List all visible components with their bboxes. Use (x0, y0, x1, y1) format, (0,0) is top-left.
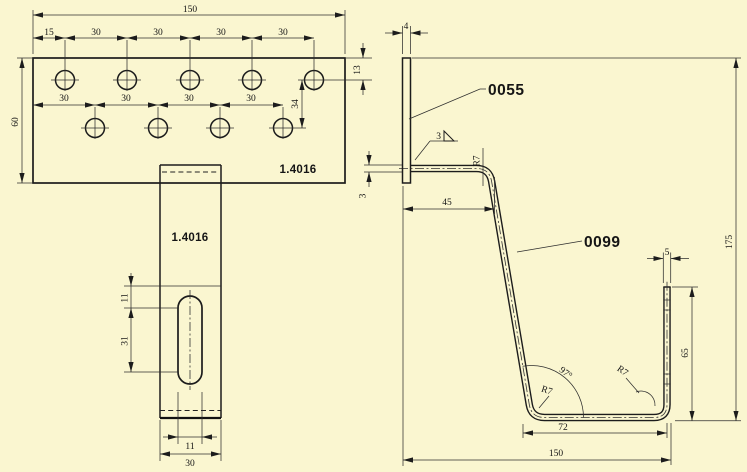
front-view-strap: 1.4016 (159, 164, 222, 420)
dim-plate-height: 60 (11, 117, 21, 127)
dim-radius-left: R7 (540, 385, 554, 398)
hook-centerline (399, 168, 668, 418)
top-view-dimensions: 150 15 30 30 30 30 30 30 30 30 (11, 5, 372, 184)
dim-row1-4: 30 (278, 28, 288, 38)
dim-row2-0: 30 (59, 94, 69, 104)
dim-plate-thickness: 4 (404, 22, 409, 32)
dim-row1-2: 30 (153, 28, 163, 38)
plate-leader (408, 88, 486, 120)
angle-arc (522, 365, 584, 418)
dim-slot-length: 31 (121, 336, 131, 346)
dim-row1-0: 15 (44, 28, 54, 38)
slot-outline (177, 295, 203, 385)
plate-part-label: 0055 (488, 82, 524, 99)
dim-row1-3: 30 (216, 28, 226, 38)
side-plate (401, 57, 412, 184)
dim-overall-height: 175 (725, 235, 735, 250)
dim-leg-height: 65 (681, 348, 691, 358)
dim-top-leg: 45 (442, 198, 452, 208)
dim-strap-width: 30 (185, 459, 195, 469)
dim-radius-right: R7 (615, 364, 630, 379)
fillet-weld-symbol (443, 129, 456, 142)
hook-leader (516, 240, 583, 253)
side-view-hook (399, 57, 671, 422)
dim-row2-3: 30 (246, 94, 256, 104)
side-view-dimensions: 4 0055 3 R7 3 45 0099 97° R7 R (359, 22, 741, 466)
dim-row2-2: 30 (184, 94, 194, 104)
dim-radius-top: R7 (473, 155, 483, 166)
dim-slot-offset: 11 (121, 293, 131, 302)
dim-row-gap: 34 (291, 99, 301, 109)
dim-side-overall: 150 (549, 449, 564, 459)
plate-outline (32, 57, 346, 184)
dim-strap-thickness: 3 (359, 193, 369, 198)
strap-material-label: 1.4016 (172, 232, 209, 244)
dim-row2-1: 30 (121, 94, 131, 104)
dim-edge-to-hole: 13 (353, 65, 363, 75)
front-view-dimensions: 11 31 11 30 (121, 273, 222, 469)
dim-weld-size: 3 (436, 132, 441, 142)
dim-row1-1: 30 (91, 28, 101, 38)
dim-slot-width: 11 (185, 442, 194, 452)
dim-leg-thickness: 5 (665, 248, 670, 258)
dim-top-overall: 150 (183, 5, 198, 15)
hole-row-bottom (84, 117, 294, 139)
dim-bottom: 72 (558, 423, 568, 433)
hook-part-label: 0099 (584, 234, 620, 251)
dim-bend-angle: 97° (557, 365, 574, 382)
plate-material-label: 1.4016 (280, 164, 317, 176)
